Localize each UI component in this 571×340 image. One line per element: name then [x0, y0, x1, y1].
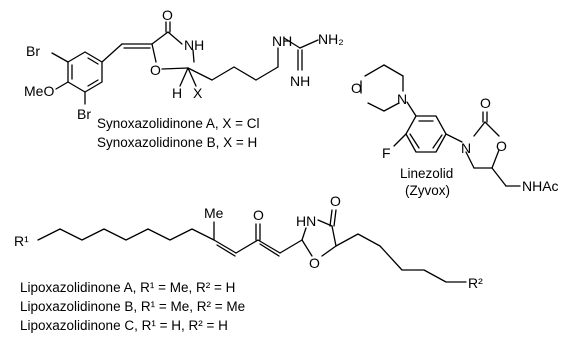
linezolid-carbonyl-o-label: O [480, 95, 491, 111]
linezolid-ring-n-label: N [461, 140, 471, 156]
lipox-butyl-chain [335, 233, 467, 283]
linezolid-f-bond [393, 133, 407, 147]
lipox-vinyl-bond [279, 239, 303, 254]
linezolid-ch2-bond [491, 167, 507, 187]
lipox-oxazolidinone-ring [301, 209, 337, 257]
synox-h-bond [179, 67, 189, 87]
linezolid-morpholine-ring [360, 64, 404, 112]
lipox-carbonyl-o-label: O [330, 193, 341, 209]
caption-lipoxazolidinone-c: Lipoxazolidinone C, R¹ = H, R² = H [20, 318, 228, 333]
synox-nh2-bond [299, 39, 319, 49]
linezolid-f-label: F [382, 145, 391, 161]
linezolid-aryl-n-bond [445, 133, 463, 143]
lipox-alkyl-chain [37, 228, 215, 241]
synox-ome-bond [55, 81, 69, 90]
lipox-r2-label: R² [468, 275, 483, 291]
lipox-ring-o-label: O [309, 255, 320, 271]
lipox-enone-bond [235, 239, 259, 254]
lipox-alkene-double-bond [213, 239, 237, 254]
synox-x-bond [187, 67, 197, 87]
lipox-me-label: Me [204, 205, 224, 221]
lipox-r1-label: R¹ [14, 233, 29, 249]
caption-zyvox: (Zyvox) [405, 183, 450, 198]
caption-lipoxazolidinone-a: Lipoxazolidinone A, R¹ = Me, R² = H [20, 280, 235, 295]
synox-br-bottom-label: Br [77, 106, 91, 122]
synox-carbonyl-o-label: O [162, 7, 173, 23]
caption-lipoxazolidinone-b: Lipoxazolidinone B, R¹ = Me, R² = Me [20, 299, 245, 314]
caption-linezolid: Linezolid [400, 166, 453, 181]
caption-synoxazolidinone-a: Synoxazolidinone A, X = Cl [97, 116, 259, 131]
synox-meo-label: MeO [24, 83, 54, 99]
linezolid-oxazolidinone-ring [465, 111, 500, 169]
synox-guanidine-nh-label: NH [272, 33, 292, 49]
linezolid-fluorophenyl-ring [405, 115, 447, 153]
synox-oxazolidinone-ring [151, 21, 195, 70]
synox-chain-bond-1 [187, 67, 213, 81]
synox-nh2-label: NH₂ [318, 31, 344, 47]
synox-chain-bond-3 [233, 66, 257, 81]
synox-vinyl-bond [101, 43, 123, 63]
synox-br-top-bond [51, 52, 69, 63]
synox-chain-bond-4 [255, 66, 279, 81]
lipox-hn-label: HN [296, 213, 316, 229]
synox-imine-nh-label: NH [290, 73, 310, 89]
linezolid-n-aryl-bond [406, 101, 417, 117]
caption-synoxazolidinone-b: Synoxazolidinone B, X = H [97, 135, 257, 150]
synox-x-label: X [193, 85, 203, 101]
synox-benzene-ring [67, 51, 103, 93]
lipoxazolidinone-structure: R¹ Me O HN O O R² [14, 193, 483, 291]
synox-nh-label: NH [184, 37, 204, 53]
synox-chain-bond-2 [211, 66, 235, 81]
linezolid-ring-o-label: O [496, 138, 507, 154]
linezolid-morpholine-o-label: O [351, 80, 362, 96]
synox-br-top-label: Br [26, 43, 40, 59]
linezolid-nhac-label: NHAc [522, 178, 559, 194]
synox-guanidine-bond [283, 37, 301, 49]
synoxazolidinone-structure: Br MeO Br O O NH H X NH NH₂ NH [24, 7, 344, 122]
synox-ring-o-label: O [150, 62, 161, 78]
lipox-exocyclic-double-bond [257, 239, 281, 254]
lipox-ketone-o-label: O [253, 207, 264, 223]
synox-h-label: H [172, 85, 182, 101]
linezolid-morpholine-n-label: N [397, 91, 407, 107]
linezolid-structure: O N F N O O NHAc [351, 64, 559, 194]
